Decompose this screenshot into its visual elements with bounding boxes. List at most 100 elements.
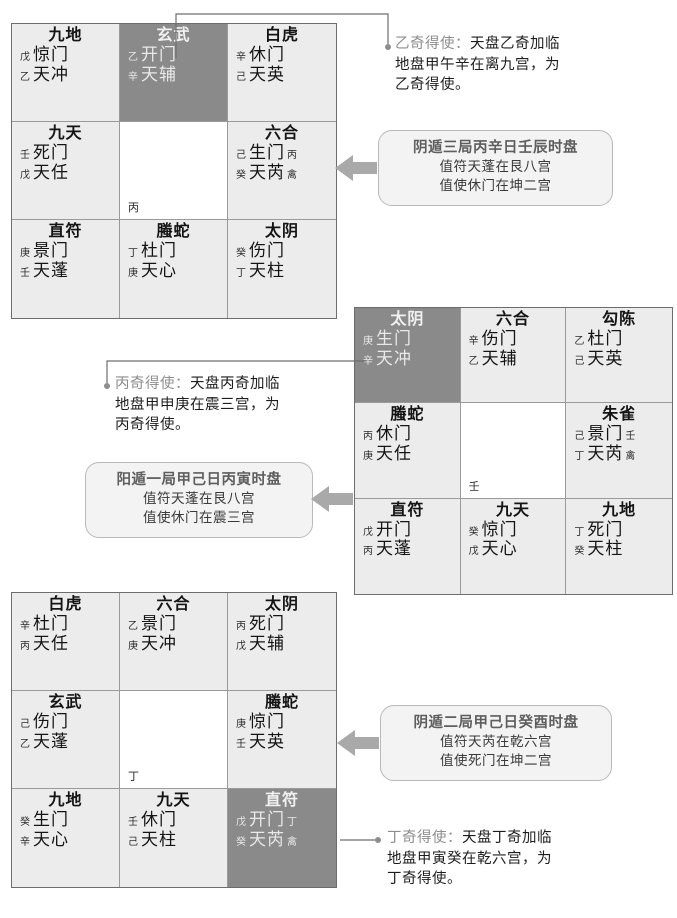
note-bing-lead: 丙奇得使： bbox=[115, 376, 190, 392]
grid-3-cell-8-line2-label: 天柱 bbox=[141, 829, 177, 850]
infobox-2-line1: 值符天蓬在艮八宫 bbox=[143, 491, 255, 508]
grid-1-cell-6-line2-suffix: 禽 bbox=[287, 169, 297, 181]
infobox-1-line1: 值符天蓬在艮八宫 bbox=[439, 159, 552, 176]
qimen-grid-1: 九地戊惊门乙天冲玄武乙开门辛天辅白虎辛休门己天英九天壬死门戊天任丙六合己生门丙癸… bbox=[11, 23, 337, 319]
grid-3-cell-6-line2-label: 天英 bbox=[249, 731, 285, 752]
grid-3-cell-7-gate-row: 癸生门 bbox=[16, 811, 115, 830]
grid-2-cell-7-gate-row: 戊开门 bbox=[359, 520, 456, 540]
grid-3-cell-6-gate-row: 庚惊门 bbox=[232, 713, 332, 732]
grid-1-cell-4-god: 九天 bbox=[48, 123, 83, 142]
grid-1-cell-6: 六合己生门丙癸天芮禽 bbox=[228, 122, 336, 220]
grid-3-cell-8-god: 九天 bbox=[156, 790, 191, 809]
grid-1-cell-9-star-row: 丁天柱 bbox=[232, 261, 332, 281]
grid-1-cell-7-line1-prefix-stem: 庚 bbox=[20, 247, 30, 259]
infobox-3-title: 阴遁二局甲己日癸酉时盘 bbox=[413, 715, 579, 731]
grid-2-cell-1-star-row: 辛天冲 bbox=[359, 349, 456, 369]
note-ding-line3: 丁奇得使。 bbox=[387, 871, 462, 888]
grid-2-cell-3-star-row: 己天英 bbox=[570, 349, 668, 369]
grid-1-cell-8-line2-prefix-stem: 庚 bbox=[128, 267, 138, 279]
grid-1-cell-1-line1-label: 惊门 bbox=[33, 44, 69, 65]
grid-3-cell-1-god: 白虎 bbox=[48, 594, 83, 613]
grid-1-cell-1-god: 九地 bbox=[48, 25, 83, 44]
grid-3-cell-4-line1-label: 伤门 bbox=[33, 711, 69, 732]
connector-dot-yi bbox=[385, 44, 391, 50]
arrow-infobox3-to-grid3 bbox=[337, 730, 379, 756]
grid-2-cell-9-line1-label: 死门 bbox=[587, 519, 624, 540]
grid-2-cell-9: 九地丁死门癸天柱 bbox=[566, 498, 672, 594]
grid-2-cell-4-gate-row: 丙休门 bbox=[359, 425, 456, 444]
grid-2-cell-8: 九天癸惊门戊天心 bbox=[460, 498, 567, 594]
grid-2-cell-3-line1-label: 杜门 bbox=[587, 328, 624, 349]
grid-1-cell-1-line2-prefix-stem: 乙 bbox=[20, 71, 30, 83]
grid-1-cell-8-god: 螣蛇 bbox=[156, 221, 191, 240]
grid-1-cell-4-line1-label: 死门 bbox=[33, 142, 69, 163]
grid-3-cell-5: 丁 bbox=[120, 691, 228, 789]
grid-2-cell-4-line1-prefix-stem: 丙 bbox=[363, 431, 373, 443]
grid-1-cell-4-line2-prefix-stem: 戊 bbox=[20, 169, 30, 181]
grid-2-cell-2-star-row: 乙天辅 bbox=[465, 348, 562, 369]
infobox-2-title: 阳遁一局甲己日丙寅时盘 bbox=[116, 472, 282, 488]
grid-1-cell-6-line1-prefix-stem: 己 bbox=[236, 149, 246, 161]
grid-2-cell-9-gate-row: 丁死门 bbox=[570, 519, 668, 540]
note-bing: 丙奇得使：天盘丙奇加临 地盘甲申庚在震三宫，为 丙奇得使。 bbox=[115, 374, 365, 436]
grid-1-cell-7-star-row: 壬天蓬 bbox=[16, 261, 115, 281]
infobox-2: 阳遁一局甲己日丙寅时盘 值符天蓬在艮八宫 值使休门在震三宫 bbox=[85, 462, 313, 538]
grid-1-cell-3-gate-row: 辛休门 bbox=[232, 46, 332, 65]
infobox-1-title: 阴遁三局丙辛日壬辰时盘 bbox=[413, 140, 578, 156]
note-ding: 丁奇得使：天盘丁奇加临 地盘甲寅癸在乾六宫，为 丁奇得使。 bbox=[387, 828, 657, 890]
grid-3-cell-4-line2-prefix-stem: 乙 bbox=[20, 738, 30, 750]
grid-1-cell-9-gate-row: 癸伤门 bbox=[232, 242, 332, 261]
note-bing-line1: 丙奇得使：天盘丙奇加临 bbox=[115, 374, 365, 395]
grid-3-cell-2-god: 六合 bbox=[156, 594, 191, 613]
grid-2-cell-4-god: 螣蛇 bbox=[390, 404, 425, 424]
grid-1-cell-3-line1-label: 休门 bbox=[249, 44, 285, 65]
grid-1-cell-2-god: 玄武 bbox=[156, 25, 191, 44]
grid-3-cell-3: 太阴丙死门戊天辅 bbox=[228, 593, 336, 691]
grid-1-cell-6-line1-suffix: 丙 bbox=[287, 149, 297, 161]
grid-3-cell-1-line1-label: 杜门 bbox=[33, 613, 69, 634]
note-yi-line1-rest: 天盘乙奇加临 bbox=[470, 36, 560, 52]
grid-1-cell-7-line1-label: 景门 bbox=[33, 240, 69, 261]
grid-1-cell-2-line2-label: 天辅 bbox=[141, 64, 177, 85]
grid-3-cell-3-line2-prefix-stem: 戊 bbox=[236, 640, 246, 652]
grid-2-cell-2-gate-row: 辛伤门 bbox=[465, 330, 562, 349]
grid-1-cell-2-line1-prefix-stem: 乙 bbox=[128, 51, 138, 63]
grid-1-cell-9-line1-label: 伤门 bbox=[249, 240, 285, 261]
grid-3-cell-7-line1-label: 生门 bbox=[33, 809, 69, 830]
grid-2-cell-6-star-row: 丁天芮禽 bbox=[570, 445, 668, 464]
grid-1-cell-7-god: 直符 bbox=[48, 221, 83, 240]
note-yi-line1: 乙奇得使：天盘乙奇加临 bbox=[395, 34, 665, 55]
grid-3-cell-3-star-row: 戊天辅 bbox=[232, 633, 332, 654]
grid-2-cell-7-star-row: 丙天蓬 bbox=[359, 540, 456, 559]
grid-2-cell-9-line2-label: 天柱 bbox=[587, 539, 624, 560]
grid-2-cell-6-line1-suffix: 壬 bbox=[625, 431, 636, 443]
grid-3-cell-3-line2-label: 天辅 bbox=[249, 633, 285, 654]
grid-3-cell-1-line2-label: 天任 bbox=[33, 633, 69, 654]
grid-1-cell-1: 九地戊惊门乙天冲 bbox=[12, 24, 120, 122]
grid-3-cell-2-line2-label: 天冲 bbox=[141, 633, 177, 654]
grid-2-cell-4-line1-label: 休门 bbox=[376, 424, 412, 445]
grid-2-cell-8-god: 九天 bbox=[495, 499, 530, 519]
note-bing-line3: 丙奇得使。 bbox=[115, 417, 190, 434]
grid-2-cell-7-line2-label: 天蓬 bbox=[376, 539, 412, 560]
grid-3-cell-8-gate-row: 壬休门 bbox=[124, 811, 223, 830]
grid-3-cell-3-gate-row: 丙死门 bbox=[232, 615, 332, 634]
grid-2-cell-6-line2-label: 天芮 bbox=[587, 443, 624, 464]
grid-2-cell-2-god: 六合 bbox=[495, 309, 530, 328]
note-ding-line1-rest: 天盘丁奇加临 bbox=[462, 830, 552, 846]
grid-3-cell-9-star-row: 癸天芮禽 bbox=[232, 830, 332, 850]
note-bing-line2: 地盘甲申庚在震三宫，为 bbox=[115, 396, 280, 413]
grid-2-cell-2-line2-label: 天辅 bbox=[481, 348, 518, 369]
grid-1-cell-2-line1-label: 开门 bbox=[141, 44, 177, 65]
grid-3-cell-9-line2-suffix: 禽 bbox=[287, 836, 297, 848]
grid-3-cell-1-star-row: 丙天任 bbox=[16, 633, 115, 654]
grid-3-cell-7-line2-prefix-stem: 辛 bbox=[20, 836, 30, 848]
qimen-grid-2: 太阴庚生门辛天冲六合辛伤门乙天辅勾陈乙杜门己天英螣蛇丙休门庚天任壬朱雀己景门壬丁… bbox=[354, 307, 673, 595]
grid-1-cell-4-line1-prefix-stem: 壬 bbox=[20, 149, 30, 161]
grid-2-cell-5: 壬 bbox=[460, 403, 567, 499]
grid-1-cell-9-line1-prefix-stem: 癸 bbox=[236, 247, 246, 259]
grid-3-cell-6-god: 螣蛇 bbox=[264, 692, 299, 711]
grid-3-cell-2-star-row: 庚天冲 bbox=[124, 633, 223, 654]
grid-2-cell-7: 直符戊开门丙天蓬 bbox=[355, 498, 461, 594]
grid-2-center-stem: 壬 bbox=[468, 479, 480, 493]
